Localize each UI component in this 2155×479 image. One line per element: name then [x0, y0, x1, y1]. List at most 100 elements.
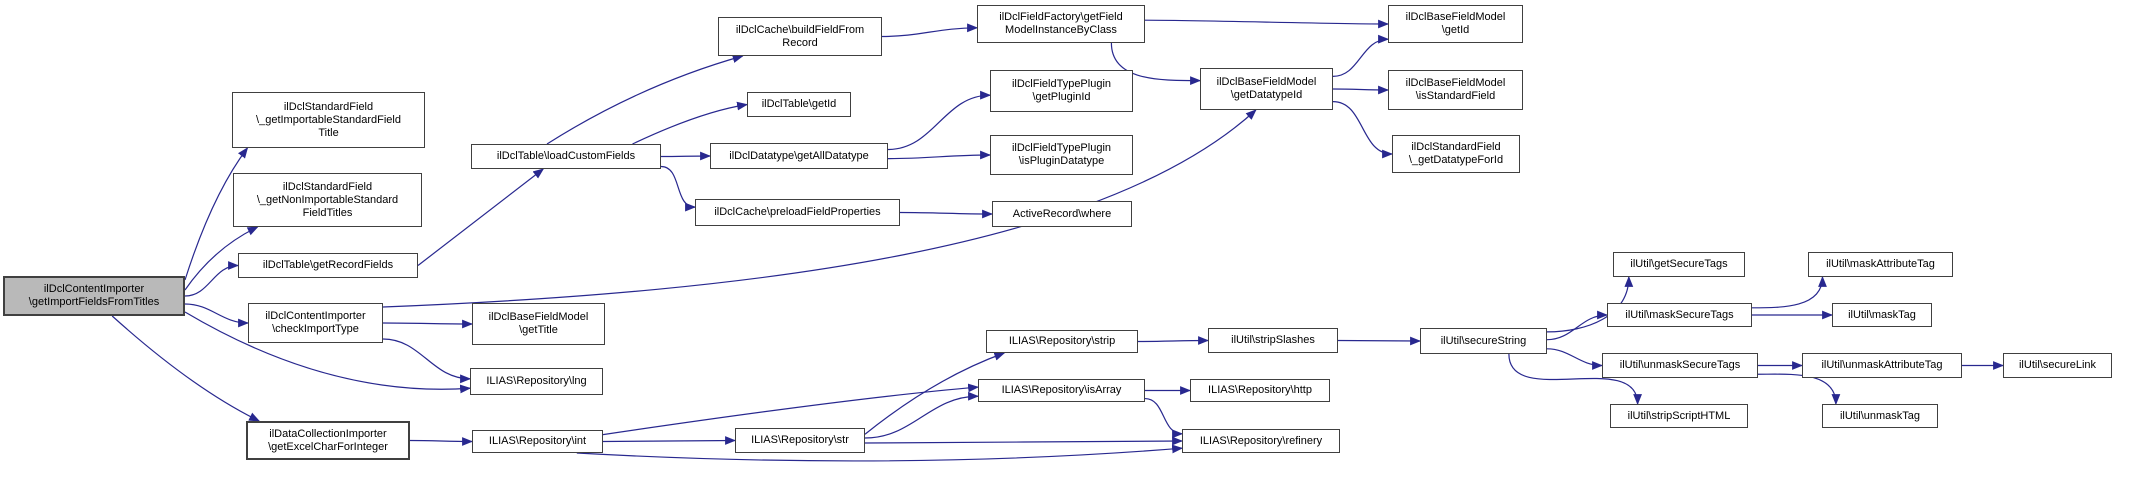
node-getTitle[interactable]: ilDclBaseFieldModel\getTitle — [472, 303, 605, 345]
node-isArray[interactable]: ILIAS\Repository\isArray — [978, 379, 1145, 402]
node-label-line: \isPluginDatatype — [1018, 155, 1105, 167]
node-label-line: ilUtil\secureLink — [2018, 359, 2097, 371]
node-label-line: ilUtil\maskSecureTags — [1625, 308, 1734, 321]
edge-getFieldModelInstanceByClass-to-baseGetId — [1144, 19, 1390, 29]
node-isStandardField[interactable]: ilDclBaseFieldModel\isStandardField — [1388, 70, 1523, 110]
edge-checkImportType-to-getTitle — [382, 319, 474, 329]
node-label-line: ilUtil\unmaskSecureTags — [1619, 359, 1741, 371]
node-label-line: ilDclDatatype\getAllDatatype — [729, 149, 869, 162]
edge-getRecordFields-to-loadCustomFields — [417, 168, 545, 266]
node-getDatatypeForId[interactable]: ilDclStandardField\_getDatatypeForId — [1392, 135, 1520, 173]
edge-getImportFieldsFromTitles-to-checkImportType — [184, 303, 250, 328]
node-label-line: ilDclTable\getId — [761, 98, 837, 110]
node-maskAttributeTag[interactable]: ilUtil\maskAttributeTag — [1808, 252, 1953, 277]
edge-str-to-isArray — [864, 391, 980, 439]
node-label-line: ILIAS\Repository\str — [751, 434, 849, 446]
node-label-line: ilDclBaseFieldModel — [1405, 77, 1506, 89]
node-http[interactable]: ILIAS\Repository\http — [1190, 379, 1330, 402]
edge-secureString-to-stripScriptHTML — [1508, 353, 1642, 406]
node-preloadFieldProperties[interactable]: ilDclCache\preloadFieldProperties — [695, 199, 900, 226]
node-label-line: ILIAS\Repository\isArray — [1001, 384, 1122, 396]
node-label-line: \getExcelCharForInteger — [268, 440, 388, 453]
node-getImportFieldsFromTitles[interactable]: ilDclContentImporter\getImportFieldsFrom… — [3, 276, 185, 316]
node-secureLink[interactable]: ilUtil\secureLink — [2003, 353, 2112, 378]
node-label-line: ModelInstanceByClass — [1005, 24, 1117, 36]
edge-loadCustomFields-to-tableGetId — [632, 101, 749, 145]
node-label-line: Record — [782, 36, 818, 49]
node-refinery[interactable]: ILIAS\Repository\refinery — [1182, 429, 1340, 453]
edge-buildFieldFromRecord-to-getFieldModelInstanceByClass — [881, 23, 979, 38]
node-stripScriptHTML[interactable]: ilUtil\stripScriptHTML — [1610, 404, 1748, 428]
node-label-line: ILIAS\Repository\strip — [1008, 335, 1116, 347]
node-tableGetId[interactable]: ilDclTable\getId — [747, 92, 851, 117]
node-isPluginDatatype[interactable]: ilDclFieldTypePlugin\isPluginDatatype — [990, 135, 1133, 175]
node-unmaskAttributeTag[interactable]: ilUtil\unmaskAttributeTag — [1802, 353, 1962, 378]
node-unmaskSecureTags[interactable]: ilUtil\unmaskSecureTags — [1602, 353, 1758, 378]
node-label-line: ilDclFieldTypePlugin — [1011, 78, 1112, 90]
edge-loadCustomFields-to-buildFieldFromRecord — [546, 54, 744, 145]
node-label-line: \isStandardField — [1415, 90, 1496, 102]
edge-getFieldModelInstanceByClass-to-getDatatypeId — [1110, 42, 1202, 86]
node-baseGetId[interactable]: ilDclBaseFieldModel\getId — [1388, 5, 1523, 43]
node-lng[interactable]: ILIAS\Repository\lng — [470, 368, 603, 395]
node-getExcelCharForInteger[interactable]: ilDataCollectionImporter\getExcelCharFor… — [246, 421, 410, 460]
node-maskSecureTags[interactable]: ilUtil\maskSecureTags — [1607, 303, 1752, 327]
edge-strip-to-stripSlashes — [1137, 336, 1210, 345]
node-where[interactable]: ActiveRecord\where — [992, 201, 1132, 227]
node-unmaskTag[interactable]: ilUtil\unmaskTag — [1822, 404, 1938, 428]
edge-int-to-str — [602, 436, 737, 445]
edge-isArray-to-refinery — [1144, 397, 1184, 439]
node-getSecureTags[interactable]: ilUtil\getSecureTags — [1613, 252, 1745, 277]
node-int[interactable]: ILIAS\Repository\int — [472, 430, 603, 453]
node-label-line: ilDclStandardField — [1411, 141, 1501, 153]
node-label-line: ilDclStandardField — [282, 180, 373, 193]
edge-int-to-isArray — [602, 383, 980, 436]
node-str[interactable]: ILIAS\Repository\str — [735, 428, 865, 453]
node-label-line: \getImportFieldsFromTitles — [28, 296, 160, 308]
node-getDatatypeId[interactable]: ilDclBaseFieldModel\getDatatypeId — [1200, 68, 1333, 110]
node-label-line: \getTitle — [519, 324, 558, 336]
edge-getImportFieldsFromTitles-to-lng — [184, 311, 472, 394]
node-maskTag[interactable]: ilUtil\maskTag — [1832, 303, 1932, 327]
node-label-line: ilUtil\maskAttributeTag — [1826, 258, 1935, 270]
node-label-line: Title — [318, 126, 339, 139]
node-getImportableStandardFieldTitle[interactable]: ilDclStandardField\_getImportableStandar… — [232, 92, 425, 148]
edge-str-to-strip — [864, 352, 1006, 435]
node-label-line: ilUtil\stripScriptHTML — [1627, 409, 1731, 422]
edge-getDatatypeId-to-baseGetId — [1332, 34, 1390, 77]
node-label-line: ilDclCache\buildFieldFrom — [735, 23, 865, 36]
node-loadCustomFields[interactable]: ilDclTable\loadCustomFields — [471, 144, 661, 169]
node-secureString[interactable]: ilUtil\secureString — [1420, 328, 1547, 354]
edge-secureString-to-maskSecureTags — [1546, 310, 1609, 341]
edge-getDatatypeId-to-getDatatypeForId — [1332, 101, 1394, 159]
node-getNonImportableStandardFieldTitles[interactable]: ilDclStandardField\_getNonImportableStan… — [233, 173, 422, 227]
node-label-line: ILIAS\Repository\lng — [486, 375, 587, 387]
node-label-line: \_getNonImportableStandard — [256, 193, 399, 206]
edge-str-to-refinery — [864, 436, 1184, 446]
node-label-line: ilDclTable\getRecordFields — [262, 259, 394, 271]
node-getAllDatatype[interactable]: ilDclDatatype\getAllDatatype — [710, 143, 888, 169]
node-label-line: ilDclTable\loadCustomFields — [496, 150, 636, 162]
node-checkImportType[interactable]: ilDclContentImporter\checkImportType — [248, 303, 383, 343]
edge-getImportFieldsFromTitles-to-getExcelCharForInteger — [111, 315, 261, 422]
node-getPluginId[interactable]: ilDclFieldTypePlugin\getPluginId — [990, 70, 1133, 112]
node-label-line: ilDclFieldTypePlugin — [1011, 142, 1112, 154]
node-strip[interactable]: ILIAS\Repository\strip — [986, 330, 1138, 353]
node-label-line: \_getImportableStandardField — [256, 113, 401, 126]
edge-preloadFieldProperties-to-where — [899, 209, 994, 219]
edge-loadCustomFields-to-getAllDatatype — [660, 151, 712, 161]
node-getRecordFields[interactable]: ilDclTable\getRecordFields — [238, 253, 418, 278]
node-stripSlashes[interactable]: ilUtil\stripSlashes — [1208, 328, 1338, 353]
edge-maskSecureTags-to-maskAttributeTag — [1751, 275, 1827, 309]
node-label-line: ilUtil\secureString — [1440, 334, 1527, 347]
node-label-line: \checkImportType — [272, 323, 359, 335]
node-label-line: ilDclBaseFieldModel — [1405, 11, 1506, 23]
edge-getAllDatatype-to-isPluginDatatype — [887, 150, 992, 160]
node-label-line: \getDatatypeId — [1230, 89, 1303, 101]
node-label-line: ilUtil\getSecureTags — [1630, 258, 1728, 270]
edge-loadCustomFields-to-preloadFieldProperties — [660, 165, 697, 212]
